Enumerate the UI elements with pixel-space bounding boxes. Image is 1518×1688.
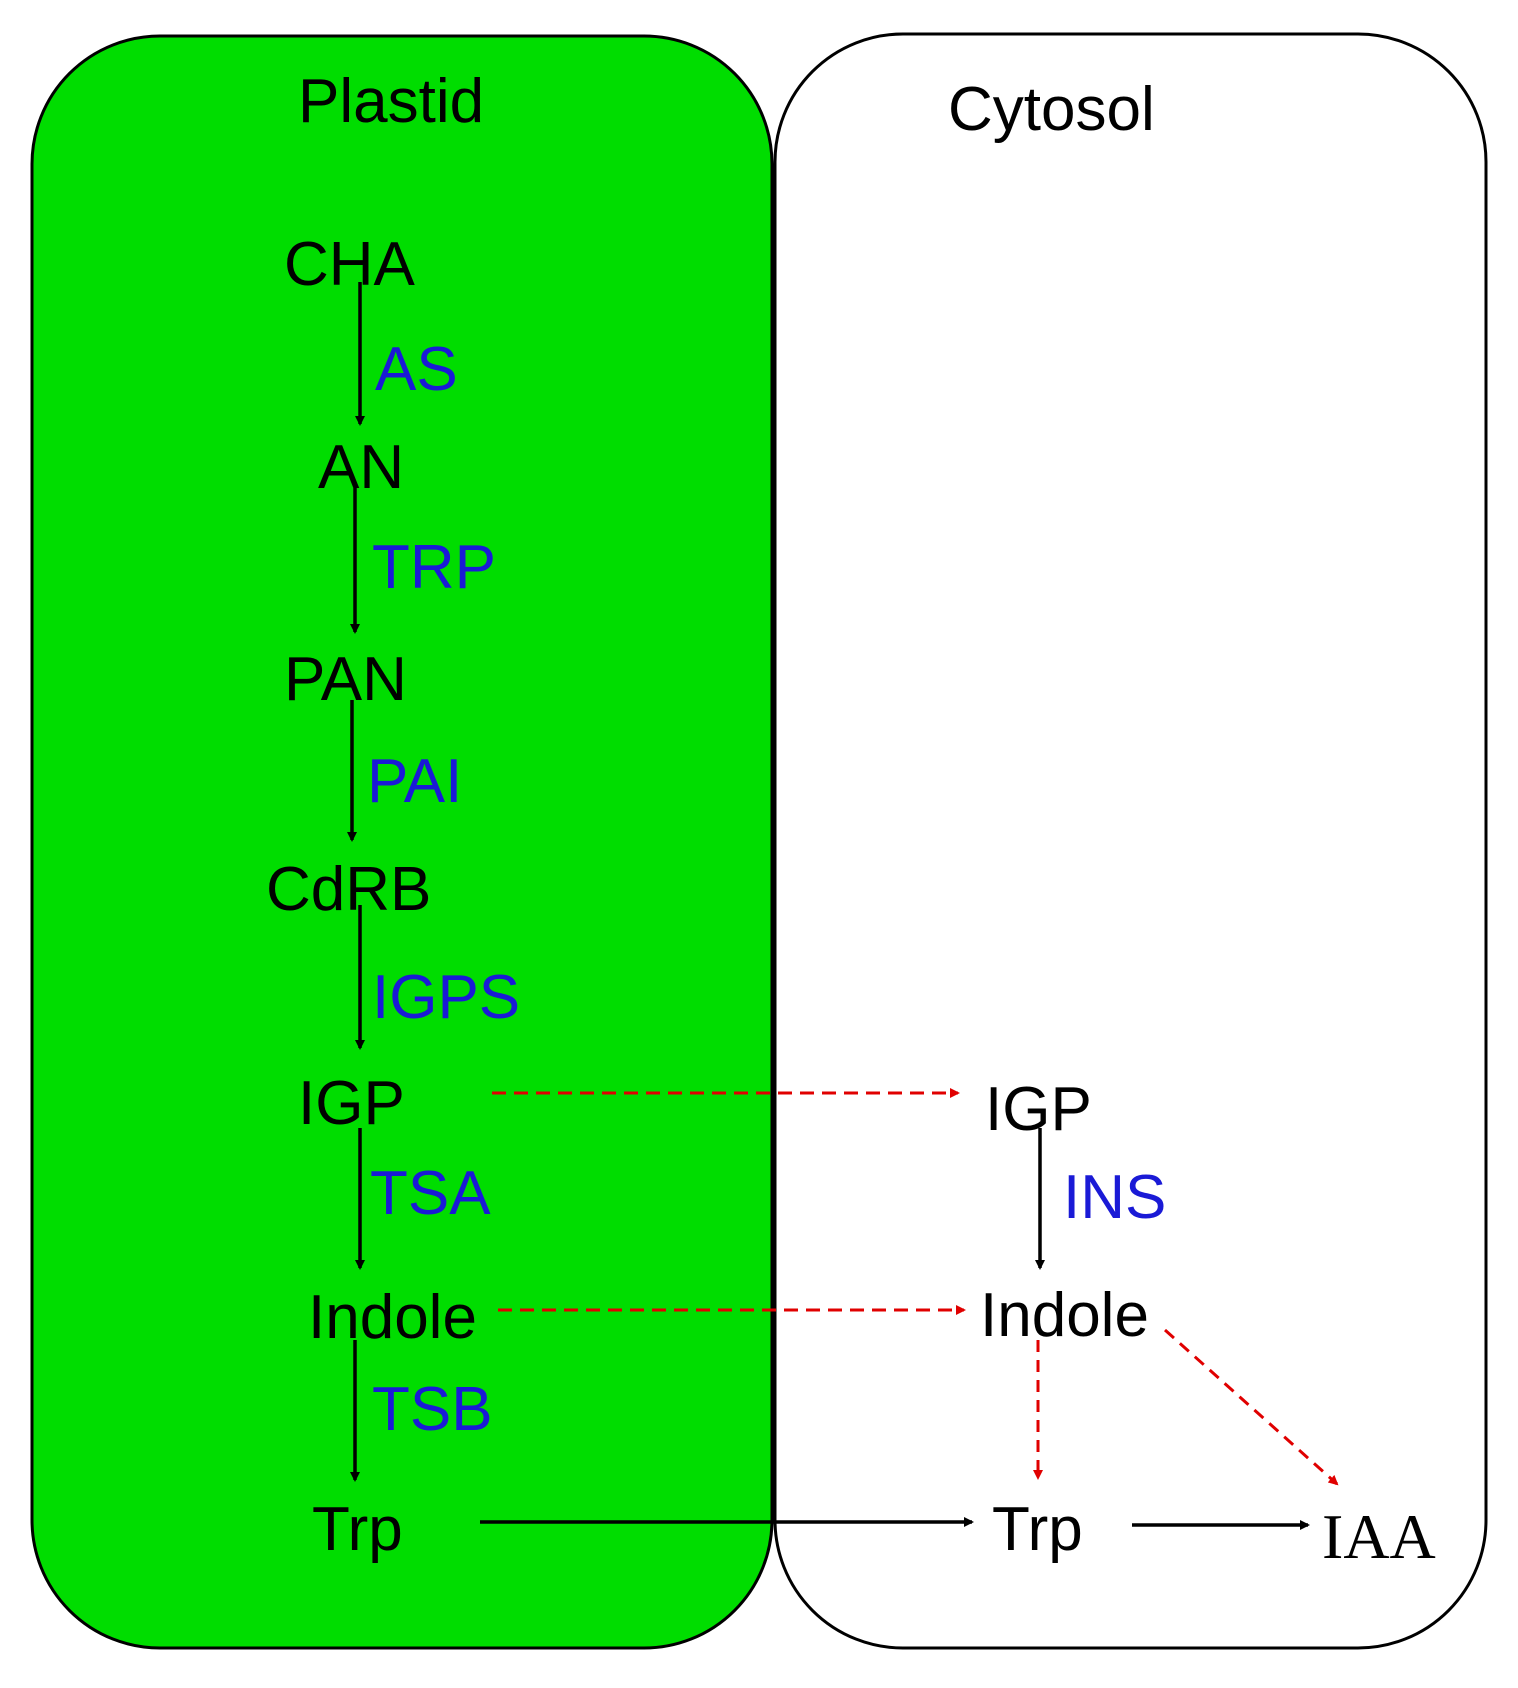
enzyme-trp: TRP bbox=[372, 533, 496, 602]
plastid-label: Plastid bbox=[298, 67, 484, 136]
arrow-indole-to-iaa bbox=[1163, 1328, 1339, 1486]
metabolite-igp-cytosol: IGP bbox=[985, 1075, 1092, 1144]
enzyme-igps: IGPS bbox=[372, 963, 520, 1032]
metabolite-trp-plastid: Trp bbox=[312, 1495, 403, 1564]
metabolite-iaa: IAA bbox=[1322, 1501, 1436, 1572]
metabolite-indole-cytosol: Indole bbox=[980, 1281, 1149, 1350]
enzyme-tsa: TSA bbox=[370, 1159, 491, 1228]
cytosol-label: Cytosol bbox=[948, 75, 1155, 144]
metabolite-cha: CHA bbox=[284, 230, 416, 299]
metabolite-pan: PAN bbox=[284, 645, 407, 714]
metabolite-an: AN bbox=[318, 433, 404, 502]
enzyme-as: AS bbox=[375, 335, 458, 404]
metabolite-trp-cytosol: Trp bbox=[992, 1495, 1083, 1564]
enzyme-tsb: TSB bbox=[372, 1375, 493, 1444]
metabolite-cdrb: CdRB bbox=[266, 855, 431, 924]
metabolite-igp-plastid: IGP bbox=[298, 1069, 405, 1138]
plastid-compartment bbox=[30, 34, 774, 1650]
enzyme-ins: INS bbox=[1063, 1163, 1166, 1232]
enzyme-pai: PAI bbox=[367, 747, 462, 816]
cytosol-compartment bbox=[773, 32, 1488, 1650]
metabolite-indole-plastid: Indole bbox=[308, 1283, 477, 1352]
